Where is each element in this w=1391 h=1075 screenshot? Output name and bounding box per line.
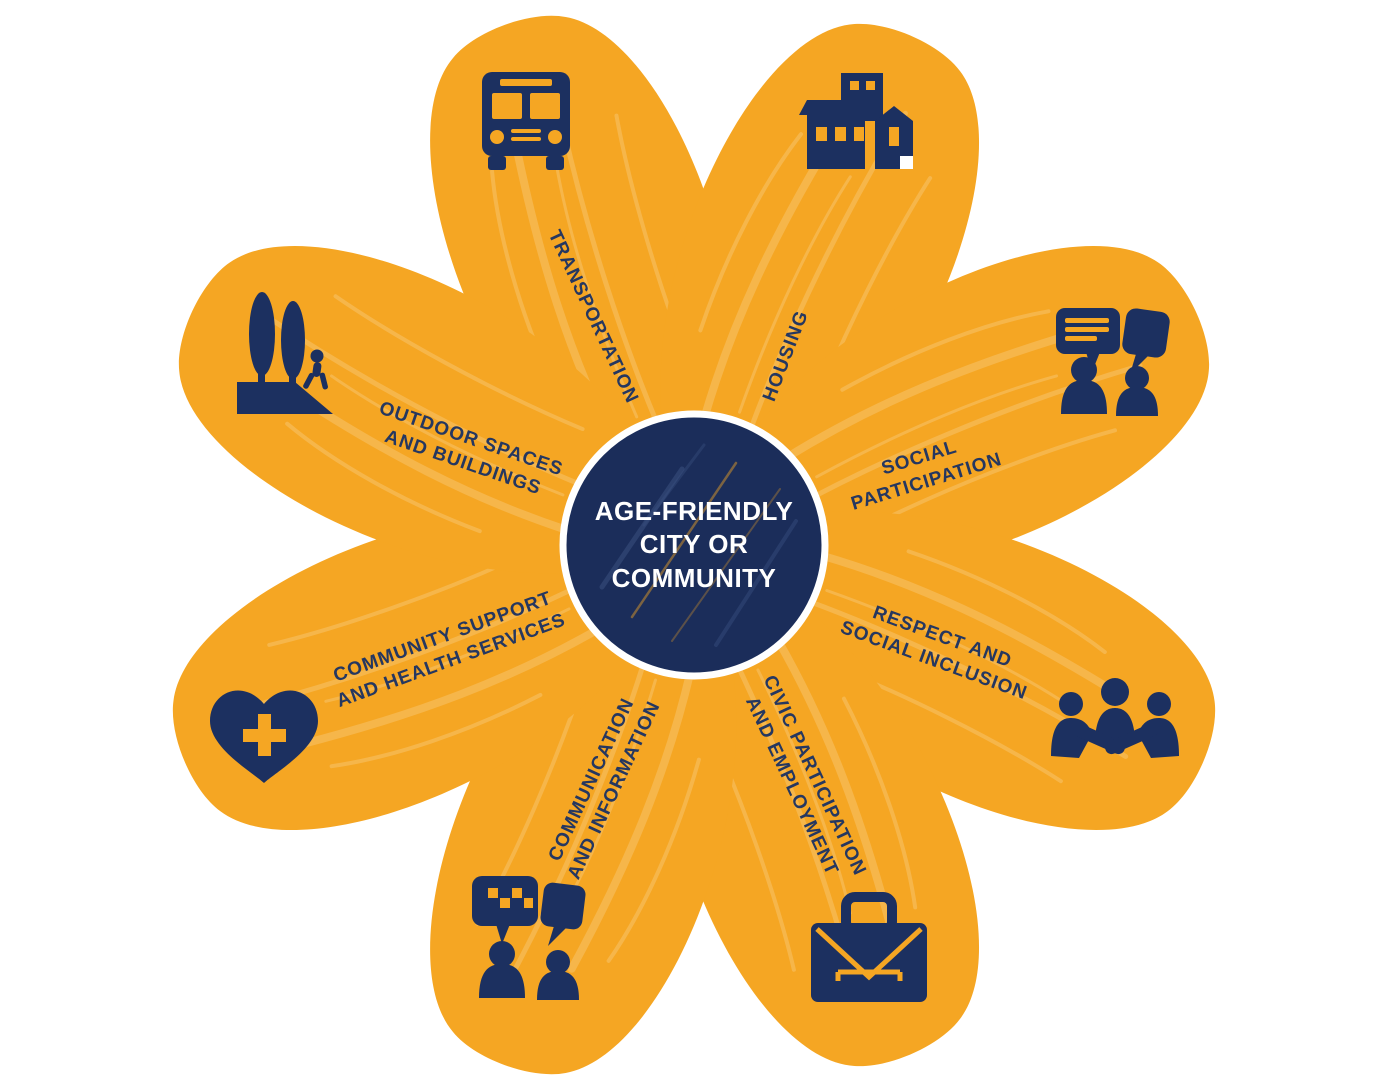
heart-cross-icon [210, 690, 318, 783]
bus-icon [482, 72, 570, 170]
center-title-line: COMMUNITY [611, 562, 777, 593]
briefcase-icon [811, 892, 927, 1002]
chat-bubbles-pixels-icon [472, 876, 586, 1000]
center-title-line: AGE-FRIENDLY [594, 496, 794, 527]
petal-respect-and-social-inclusion [706, 430, 1216, 830]
center-title: AGE-FRIENDLY CITY OR COMMUNITY [595, 495, 794, 595]
center-circle [559, 410, 829, 680]
trees-walker-icon [237, 292, 333, 414]
center-title-line: CITY OR [639, 529, 749, 560]
petal-outdoor-spaces-and-buildings [178, 245, 682, 658]
people-talking-icon [1056, 308, 1170, 416]
group-of-people-icon [1051, 678, 1179, 758]
buildings-icon [799, 73, 913, 169]
